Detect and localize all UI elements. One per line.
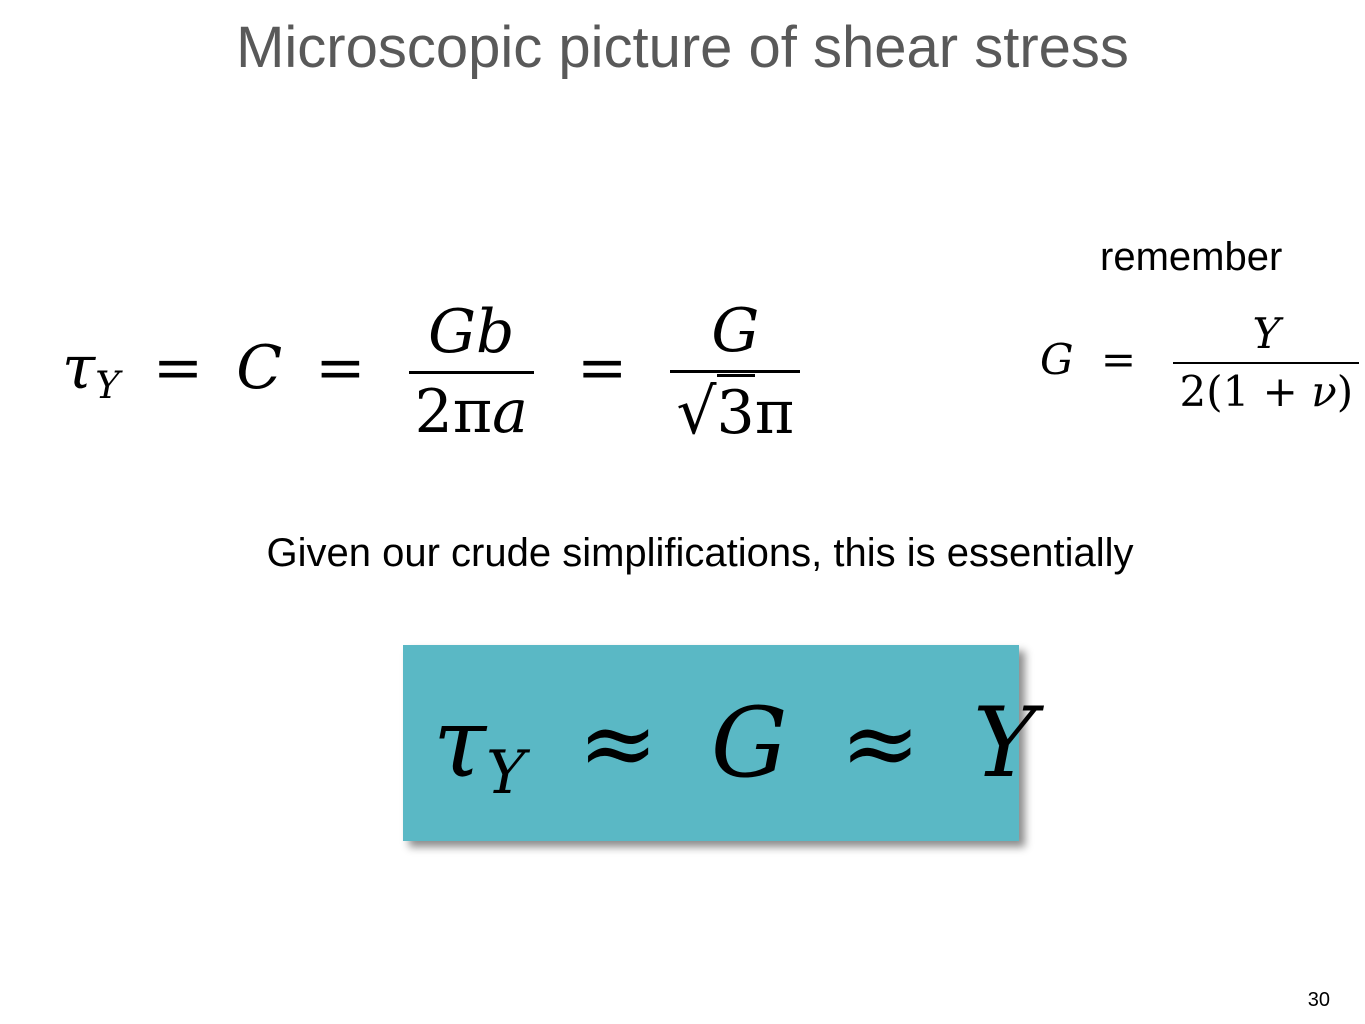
fraction-denominator: 2πa bbox=[409, 374, 534, 447]
page-number: 30 bbox=[1307, 989, 1330, 1011]
shear-stress-equation: τY = C = Gb 2πa = G √3π bbox=[62, 288, 810, 448]
slide-title: Microscopic picture of shear stress bbox=[236, 15, 1129, 80]
denominator-prefix: 2(1 + bbox=[1179, 367, 1312, 416]
shear-modulus-symbol: G bbox=[710, 687, 788, 799]
tau-symbol: τ bbox=[62, 333, 96, 403]
denominator-variable: a bbox=[492, 376, 528, 447]
fraction-g-over-sqrt3pi: G √3π bbox=[670, 296, 801, 448]
tau-subscript: Y bbox=[95, 363, 120, 408]
approx-sign: ≈ bbox=[840, 687, 921, 799]
simplification-caption: Given our crude simplifications, this is… bbox=[266, 531, 1134, 575]
shear-modulus-equation: G = Y 2(1 + ν) bbox=[1040, 300, 1365, 420]
pi-symbol: π bbox=[754, 377, 795, 448]
shear-modulus-symbol: G bbox=[1040, 335, 1074, 384]
tau-symbol: τ bbox=[433, 687, 487, 799]
fraction-numerator: Gb bbox=[408, 297, 534, 374]
approx-sign: ≈ bbox=[577, 687, 659, 799]
denominator-coefficient: 2π bbox=[414, 376, 493, 447]
equals-sign: = bbox=[577, 333, 628, 403]
fraction-numerator: Y bbox=[1173, 309, 1360, 364]
denominator-suffix: ) bbox=[1336, 367, 1354, 416]
fraction-numerator: G bbox=[670, 296, 801, 373]
sqrt-sign: √ bbox=[676, 374, 717, 448]
result-equation-box: τY ≈ G ≈ Y bbox=[403, 645, 1036, 841]
result-equation: τY ≈ G ≈ Y bbox=[433, 645, 1036, 841]
fraction-denominator: √3π bbox=[670, 373, 800, 448]
fraction-denominator: 2(1 + ν) bbox=[1173, 364, 1359, 416]
fraction-y-over-2-1-plus-nu: Y 2(1 + ν) bbox=[1173, 309, 1360, 417]
poisson-ratio-symbol: ν bbox=[1311, 367, 1337, 416]
tau-subscript: Y bbox=[486, 738, 526, 808]
fraction-gb-over-2pia: Gb 2πa bbox=[408, 297, 534, 447]
constant-c: C bbox=[236, 333, 283, 403]
remember-label: remember bbox=[1100, 235, 1283, 279]
youngs-modulus-symbol: Y bbox=[973, 687, 1037, 799]
equals-sign: = bbox=[315, 333, 366, 403]
equals-sign: = bbox=[1100, 335, 1137, 384]
sqrt-argument: 3 bbox=[716, 373, 755, 448]
equals-sign: = bbox=[152, 333, 204, 403]
